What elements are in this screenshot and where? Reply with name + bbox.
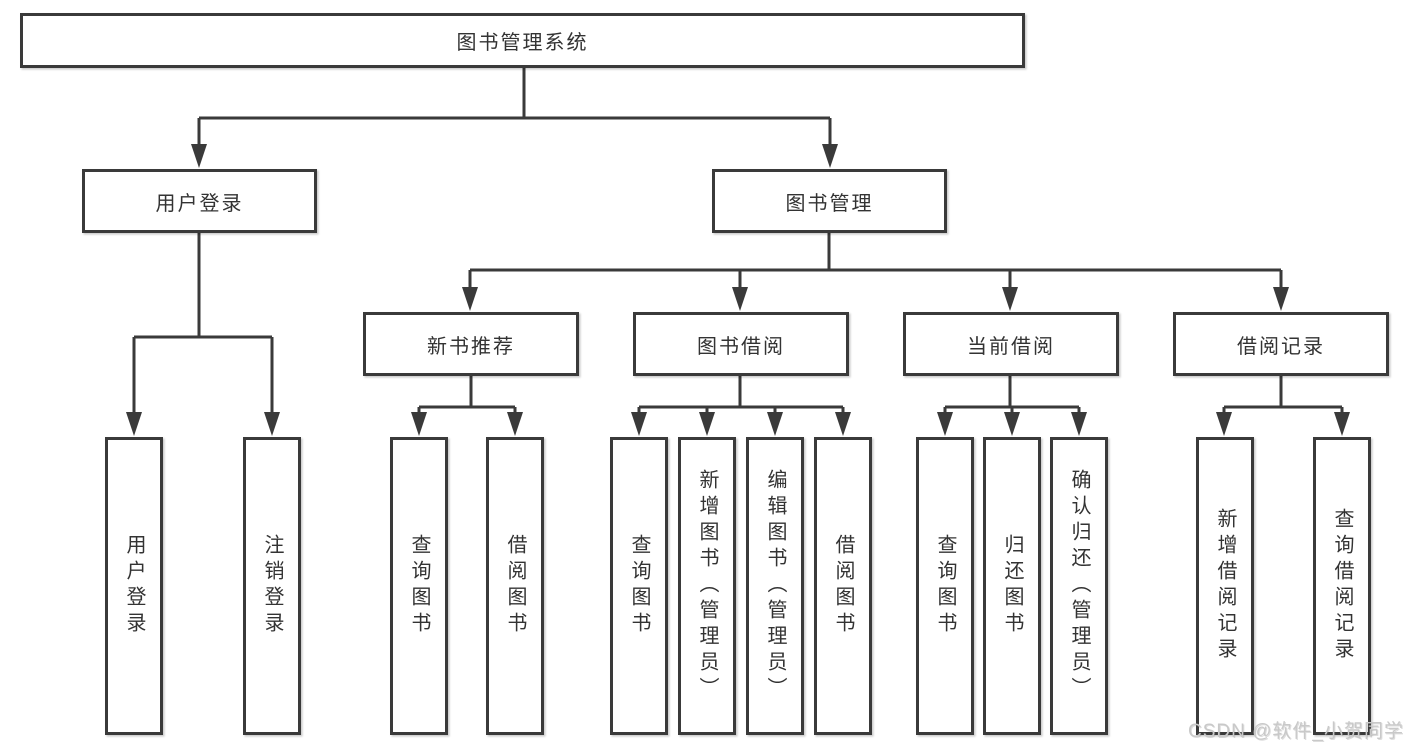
leaf-borrow-books-recommend-label: 借阅图书	[504, 534, 526, 638]
node-book-management: 图书管理	[712, 169, 947, 233]
leaf-user-login: 用户登录	[105, 437, 163, 735]
leaf-add-book-admin-label: 新增图书（管理员）	[696, 469, 718, 703]
leaf-query-books-borrow-label: 查询图书	[628, 534, 650, 638]
node-book-management-label: 图书管理	[785, 192, 874, 215]
node-new-book-recommendation-label: 新书推荐	[427, 335, 515, 358]
node-user-login: 用户登录	[82, 169, 317, 233]
leaf-query-books-borrow: 查询图书	[610, 437, 668, 735]
leaf-query-books-recommend-label: 查询图书	[408, 534, 430, 638]
leaf-add-borrow-record: 新增借阅记录	[1196, 437, 1254, 735]
leaf-confirm-return-admin: 确认归还（管理员）	[1050, 437, 1108, 735]
csdn-watermark: CSDN @软件_小贺同学	[1188, 721, 1404, 742]
leaf-user-login-label: 用户登录	[123, 534, 145, 638]
leaf-query-borrow-record-label: 查询借阅记录	[1331, 508, 1353, 664]
leaf-logout-label: 注销登录	[261, 534, 283, 638]
node-borrowing-records: 借阅记录	[1173, 312, 1389, 376]
leaf-return-books-label: 归还图书	[1001, 534, 1023, 638]
node-book-borrowing: 图书借阅	[633, 312, 849, 376]
leaf-borrow-books-borrow: 借阅图书	[814, 437, 872, 735]
node-borrowing-records-label: 借阅记录	[1237, 335, 1325, 358]
leaf-query-books-current-label: 查询图书	[934, 534, 956, 638]
node-root: 图书管理系统	[20, 13, 1025, 68]
leaf-return-books: 归还图书	[983, 437, 1041, 735]
leaf-logout: 注销登录	[243, 437, 301, 735]
node-new-book-recommendation: 新书推荐	[363, 312, 579, 376]
leaf-add-book-admin: 新增图书（管理员）	[678, 437, 736, 735]
node-current-borrowing-label: 当前借阅	[967, 335, 1055, 358]
leaf-borrow-books-borrow-label: 借阅图书	[832, 534, 854, 638]
leaf-query-borrow-record: 查询借阅记录	[1313, 437, 1371, 735]
node-root-label: 图书管理系统	[456, 32, 589, 54]
leaf-edit-book-admin: 编辑图书（管理员）	[746, 437, 804, 735]
leaf-query-books-recommend: 查询图书	[390, 437, 448, 735]
node-user-login-label: 用户登录	[155, 192, 244, 215]
node-current-borrowing: 当前借阅	[903, 312, 1119, 376]
leaf-confirm-return-admin-label: 确认归还（管理员）	[1068, 469, 1090, 703]
node-book-borrowing-label: 图书借阅	[697, 335, 785, 358]
leaf-query-books-current: 查询图书	[916, 437, 974, 735]
leaf-edit-book-admin-label: 编辑图书（管理员）	[764, 469, 786, 703]
leaf-add-borrow-record-label: 新增借阅记录	[1214, 508, 1236, 664]
leaf-borrow-books-recommend: 借阅图书	[486, 437, 544, 735]
